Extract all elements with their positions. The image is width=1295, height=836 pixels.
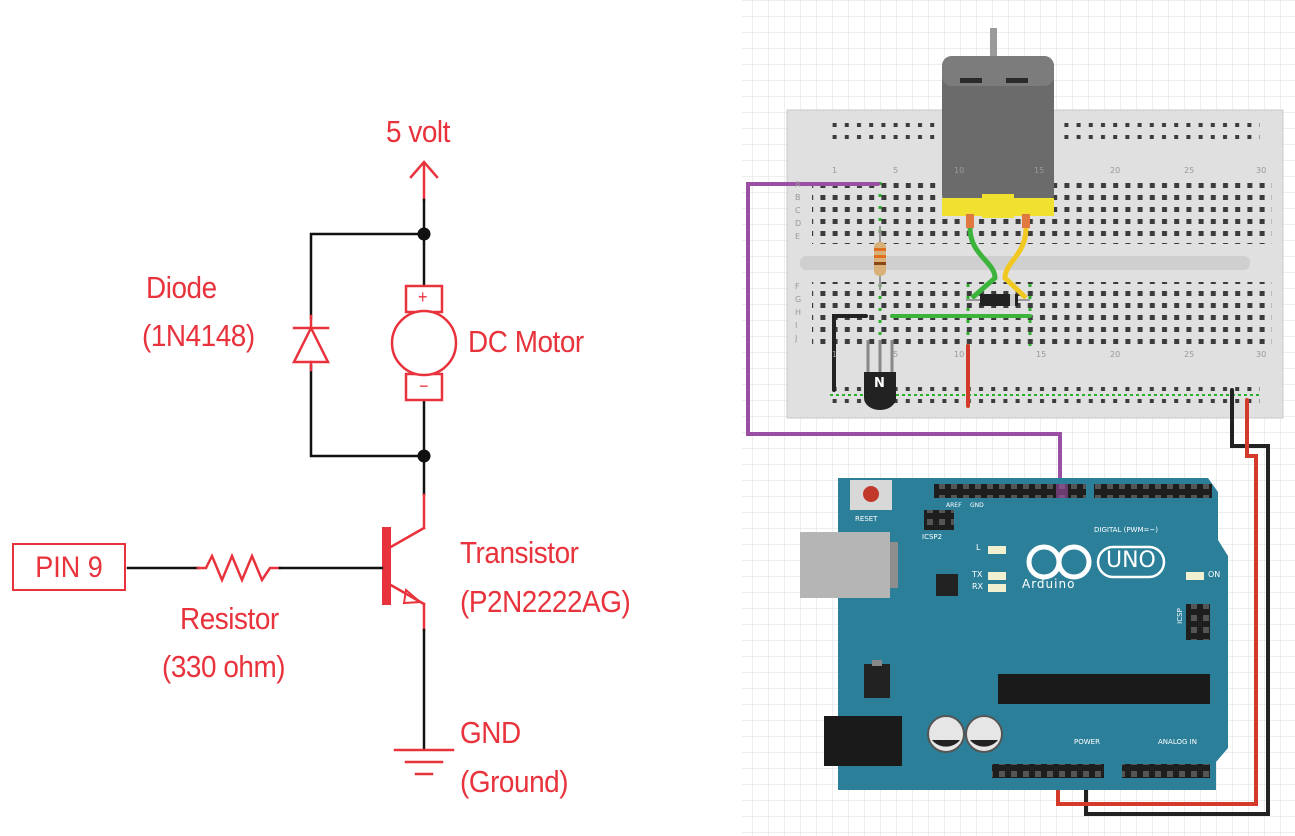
bb-col-30-bottom: 30 [1256, 350, 1267, 359]
aref-label: AREF [946, 502, 962, 509]
reset-label: RESET [855, 515, 878, 523]
brand-label: Arduino [1022, 577, 1076, 591]
bb-col-1: 1 [832, 166, 838, 175]
bb-row-j: J [795, 334, 798, 343]
motor-label: DC Motor [468, 324, 584, 359]
bb-col-20-bottom: 20 [1110, 350, 1121, 359]
led-tx-label: TX [972, 570, 983, 579]
led-l-label: L [976, 543, 981, 552]
icsp-label: ICSP [1175, 608, 1184, 624]
diode-symbol [291, 314, 331, 372]
ground-symbol [393, 748, 455, 776]
bb-wires [746, 182, 1270, 816]
pin-9-box: PIN 9 [12, 543, 126, 591]
bb-row-i: I [795, 321, 798, 330]
gnd-pin-label: GND [970, 502, 984, 509]
arduino-logo-icon [1026, 544, 1092, 580]
bb-diode [966, 294, 1030, 306]
supply-label: 5 volt [386, 114, 450, 149]
bb-col-10: 10 [954, 166, 965, 175]
bb-col-30: 30 [1256, 166, 1267, 175]
dc-motor [942, 28, 1054, 300]
analog-label: ANALOG IN [1158, 738, 1197, 746]
resistor-symbol [126, 552, 384, 584]
bb-row-h: H [795, 308, 802, 317]
transistor-label: Transistor [460, 535, 579, 570]
pin-9-label: PIN 9 [35, 551, 103, 584]
diode-loop-wires [309, 232, 426, 497]
motor-plus-sign: + [418, 287, 428, 307]
digital-label: DIGITAL (PWM=~) [1094, 526, 1158, 534]
bb-row-a: A [795, 180, 801, 189]
bb-row-f: F [795, 282, 800, 291]
bb-col-25: 25 [1184, 166, 1195, 175]
model-label: UNO [1106, 548, 1156, 573]
bb-row-b: B [795, 193, 801, 202]
bb-col-5: 5 [893, 166, 899, 175]
bb-col-5-bottom: 5 [893, 350, 899, 359]
supply-arrow [409, 160, 439, 236]
resistor-label: Resistor [180, 601, 279, 636]
bb-row-g: G [795, 295, 802, 304]
resistor-value: (330 ohm) [162, 649, 286, 684]
schematic [126, 160, 458, 776]
bb-transistor [864, 340, 896, 410]
bb-col-25-bottom: 25 [1184, 350, 1195, 359]
transistor-symbol [382, 493, 426, 750]
bb-transistor-mark: N [874, 376, 885, 391]
led-rx-label: RX [972, 582, 984, 591]
transistor-part-number: (P2N2222AG) [460, 584, 631, 619]
breadboard-view [742, 0, 1295, 836]
led-on-label: ON [1208, 570, 1221, 579]
bb-col-10-bottom: 10 [954, 350, 965, 359]
diode-part-number: (1N4148) [142, 318, 255, 353]
bb-row-c: C [795, 206, 801, 215]
bb-col-20: 20 [1110, 166, 1121, 175]
bb-resistor [874, 226, 886, 290]
bb-col-1-bottom: 1 [832, 350, 838, 359]
bb-row-d: D [795, 219, 802, 228]
bb-col-15-bottom: 15 [1036, 350, 1047, 359]
arduino-board [800, 478, 1228, 790]
bb-col-15: 15 [1034, 166, 1045, 175]
power-label: POWER [1074, 738, 1100, 746]
junction-top [417, 227, 431, 241]
gnd-label: GND [460, 715, 521, 750]
diode-label: Diode [146, 270, 217, 305]
icsp2-label: ICSP2 [922, 533, 943, 541]
motor-symbol [390, 284, 458, 402]
motor-minus-sign: − [419, 376, 429, 396]
gnd-description: (Ground) [460, 764, 569, 799]
bb-row-e: E [795, 232, 801, 241]
junction-bottom [417, 449, 431, 463]
